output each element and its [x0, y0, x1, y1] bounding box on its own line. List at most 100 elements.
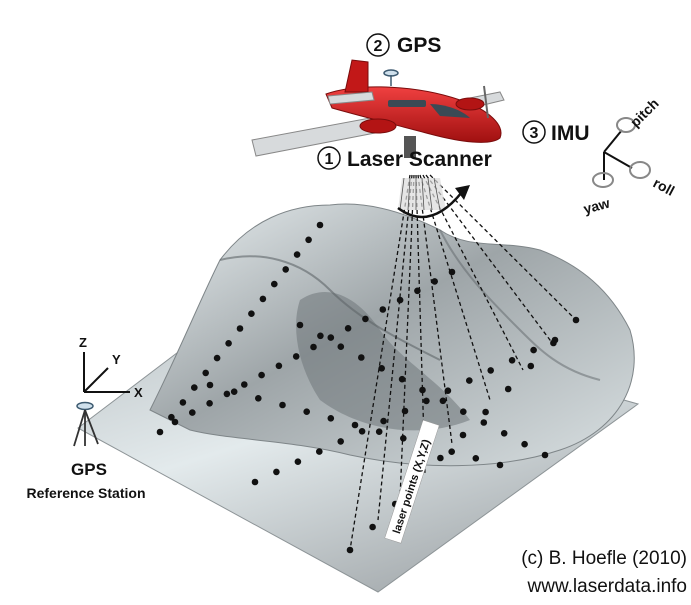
- laser-point: [351, 421, 359, 429]
- yaw-label: yaw: [582, 195, 612, 217]
- laser-point: [459, 431, 467, 439]
- aircraft-tail-plane: [327, 91, 375, 105]
- laser-point: [317, 332, 324, 340]
- laser-point: [230, 388, 238, 396]
- ref-gps-label: GPS: [71, 460, 107, 479]
- imu-number: 3: [530, 125, 539, 142]
- laser-point: [251, 478, 259, 486]
- laser-number: 1: [325, 151, 334, 168]
- laser-point: [310, 343, 317, 351]
- laser-point: [346, 546, 354, 554]
- tripod: [73, 409, 99, 447]
- laser-point: [206, 400, 213, 407]
- scan-fan-lines: [399, 177, 441, 211]
- laser-point: [480, 419, 488, 426]
- laser-point: [337, 438, 345, 445]
- imu-axes: [592, 117, 651, 188]
- axis-y-label: Y: [112, 352, 121, 367]
- laser-point: [482, 408, 489, 416]
- laser-point: [258, 371, 265, 379]
- laser-point: [375, 428, 383, 436]
- laser-point: [241, 381, 248, 388]
- aircraft: [251, 59, 505, 158]
- laser-point: [294, 458, 302, 466]
- laser-point: [378, 365, 386, 372]
- aircraft-tail-fin: [344, 59, 369, 93]
- laser-point: [439, 397, 447, 405]
- laser-point: [380, 417, 387, 425]
- mountain-ridge: [219, 255, 441, 361]
- laser-point: [419, 386, 426, 394]
- laser-point: [275, 362, 283, 370]
- laser-point: [401, 407, 409, 415]
- laser-points: [156, 221, 580, 554]
- laser-point: [398, 375, 406, 383]
- laser-point: [472, 455, 480, 462]
- laser-point: [541, 451, 549, 459]
- laser-point: [179, 399, 187, 406]
- laser-point: [508, 357, 516, 364]
- mountain-shadow: [296, 291, 470, 431]
- laser-point: [316, 221, 324, 229]
- laser-point: [271, 280, 278, 288]
- laser-point: [156, 428, 164, 436]
- laser-point: [344, 325, 352, 332]
- laser-point: [296, 321, 304, 329]
- laser-point: [527, 362, 535, 370]
- laser-point: [202, 369, 209, 377]
- laser-point: [550, 339, 557, 347]
- laser-point: [327, 334, 335, 341]
- credit-author: (c) B. Hoefle (2010): [521, 548, 687, 569]
- roll-label: roll: [651, 175, 678, 199]
- laser-point: [279, 401, 286, 409]
- xyz-axes: [83, 352, 130, 393]
- laser-point: [460, 408, 467, 416]
- axis-z-label: Z: [79, 335, 87, 350]
- scan-direction-arrow: [397, 191, 463, 219]
- laser-point: [431, 278, 439, 285]
- ref-station-label: Reference Station: [26, 485, 145, 501]
- laser-point: [213, 354, 221, 362]
- gps-label: GPS: [397, 34, 441, 57]
- number-badges: [317, 33, 546, 170]
- scan-arrow-head: [455, 185, 470, 200]
- laser-point: [504, 385, 512, 393]
- laser-point: [273, 468, 280, 476]
- laser-point: [206, 381, 214, 389]
- laser-point: [369, 523, 376, 531]
- laser-point: [223, 390, 231, 398]
- laser-point: [530, 346, 537, 354]
- laser-point: [189, 409, 196, 416]
- credit-website: www.laserdata.info: [527, 576, 687, 597]
- laser-point: [259, 295, 267, 303]
- laser-point: [254, 395, 262, 402]
- laser-point: [303, 408, 311, 416]
- laser-point: [437, 454, 444, 462]
- scan-fan: [398, 178, 446, 210]
- laser-point: [400, 435, 407, 442]
- aircraft-propeller: [483, 85, 489, 119]
- laser-point: [487, 367, 495, 374]
- laser-point: [191, 384, 198, 391]
- laser-point: [379, 306, 387, 313]
- gps-number: 2: [374, 38, 383, 55]
- laser-point: [448, 448, 456, 456]
- laser-point: [168, 413, 175, 421]
- pitch-label: pitch: [627, 95, 662, 130]
- laser-point: [327, 415, 335, 422]
- laser-point: [444, 387, 452, 395]
- laser-point: [362, 315, 369, 323]
- laser-point: [293, 251, 301, 258]
- reference-station: [73, 352, 130, 447]
- laser-point: [225, 340, 232, 347]
- laser-point: [236, 325, 244, 332]
- aircraft-windows: [388, 100, 426, 107]
- laser-scanner-label: Laser Scanner: [347, 148, 492, 171]
- mountain-ridge-2: [439, 229, 601, 381]
- laser-scanner-unit: [404, 136, 416, 158]
- aircraft-engine-right: [455, 97, 485, 111]
- aircraft-engine-left: [359, 118, 397, 134]
- laser-point: [423, 397, 430, 405]
